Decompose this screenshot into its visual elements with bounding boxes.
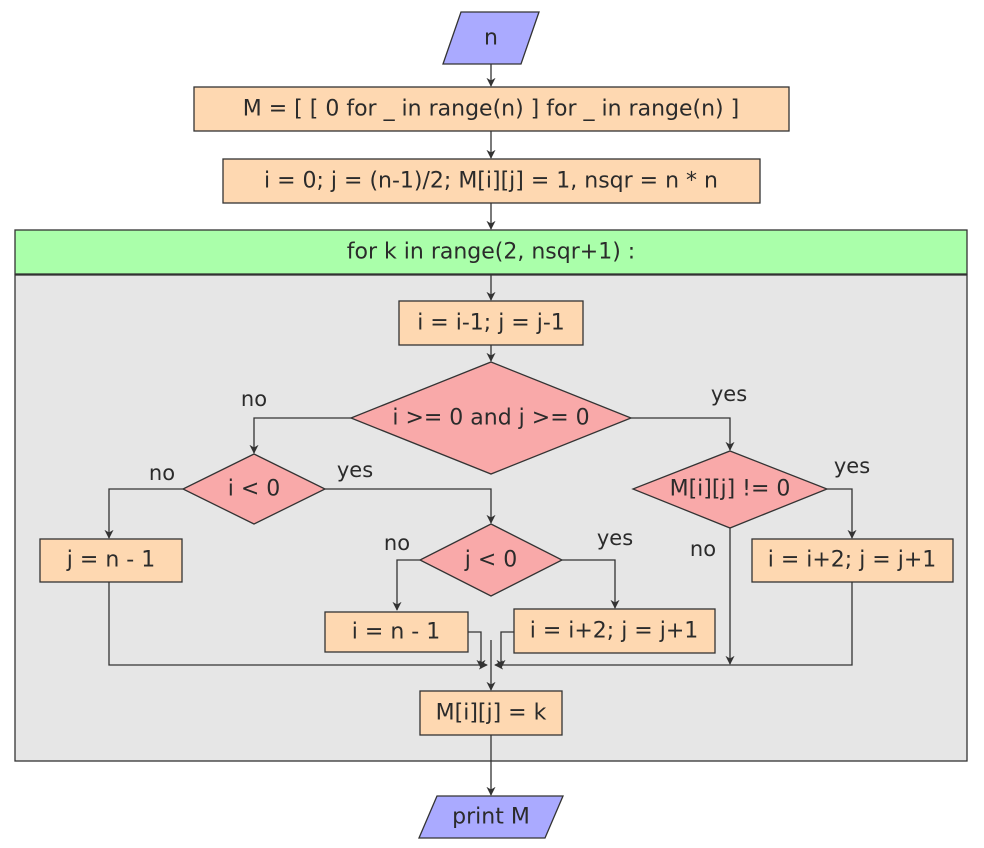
step-diag-node [398, 300, 584, 346]
input-node-label: n [484, 26, 498, 51]
label-i-neg-yes: yes [337, 458, 373, 482]
label-occupied-yes: yes [834, 454, 870, 478]
edge-occupied-yes [827, 488, 857, 539]
cond-occupied-label: M[i][j] != 0 [670, 477, 791, 502]
step-diag-label: i = i-1; j = j-1 [417, 311, 565, 336]
connectors [104, 64, 857, 796]
edge-j-neg-no [392, 559, 420, 611]
input-node [442, 11, 540, 65]
cond-occupied-decision [631, 450, 829, 529]
label-both-yes: yes [711, 382, 747, 406]
edge-j-neg-yes [562, 559, 620, 609]
init-vars-label: i = 0; j = (n-1)/2; M[i][j] = 1, nsqr = … [264, 169, 718, 194]
edge-move-down-2-merge [496, 631, 514, 669]
cond-i-neg-decision [181, 453, 327, 525]
output-node [418, 795, 564, 839]
edge-cond-both-yes [631, 417, 735, 451]
edge-move-down-merge [494, 582, 853, 670]
label-both-no: no [241, 387, 267, 411]
cond-both-label: i >= 0 and j >= 0 [392, 406, 589, 431]
label-occupied-no: no [690, 537, 716, 561]
output-node-label: print M [452, 805, 530, 830]
loop-header-label: for k in range(2, nsqr+1) : [347, 240, 635, 265]
edge-i-neg-yes [325, 488, 496, 524]
move-down-center-label: i = i+2; j = j+1 [530, 619, 699, 644]
set-i-node [324, 611, 469, 653]
edge-set-i-merge [468, 631, 486, 669]
cond-i-neg-label: i < 0 [228, 477, 281, 502]
move-down-right-label: i = i+2; j = j+1 [768, 548, 937, 573]
label-i-neg-no: no [149, 461, 175, 485]
cond-j-neg-decision [418, 523, 564, 597]
edge-cond-both-no [249, 417, 351, 454]
assign-k-label: M[i][j] = k [436, 701, 547, 726]
label-j-neg-no: no [384, 531, 410, 555]
set-j-node [39, 538, 183, 583]
move-down-node-right [751, 538, 954, 583]
set-i-label: i = n - 1 [352, 620, 440, 645]
move-down-node-center [513, 608, 716, 654]
label-j-neg-yes: yes [597, 526, 633, 550]
cond-j-neg-label: j < 0 [464, 548, 518, 573]
assign-k-node [419, 690, 563, 736]
edge-i-neg-no [104, 488, 183, 539]
set-j-label: j = n - 1 [66, 548, 155, 573]
edge-set-j-merge [108, 582, 488, 670]
init-vars-node [222, 158, 761, 204]
init-matrix-node [193, 86, 790, 132]
init-matrix-label: M = [ [ 0 for _ in range(n) ] for _ in r… [243, 97, 739, 122]
loop-header-node [14, 229, 968, 275]
cond-both-decision [349, 361, 633, 475]
